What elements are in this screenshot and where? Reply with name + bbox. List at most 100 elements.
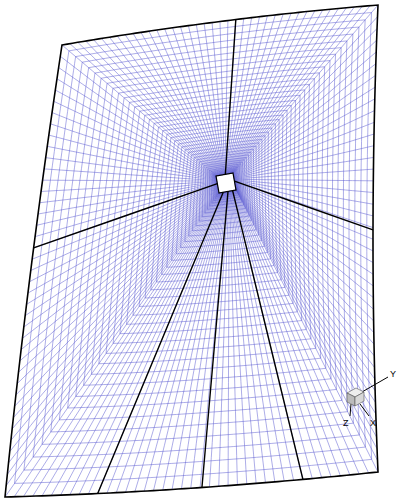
grid-line [12,190,218,428]
grid-line [234,122,375,177]
grid-line [145,115,285,298]
axis-line [362,377,388,392]
outer-boundary [5,5,378,497]
grid-line [151,119,281,289]
grid-line [181,143,262,248]
inner-body [216,173,236,193]
grid-line [214,171,237,196]
grid-line [234,169,373,179]
grid-line [25,186,218,316]
grid-line [230,9,330,173]
grid-line [189,149,256,236]
grid-line [181,27,223,175]
grid-line [216,172,237,193]
grid-line [230,11,315,174]
grid-line [91,73,320,375]
grid-line [235,186,374,367]
grid-line [22,187,218,338]
cube-face [355,392,364,406]
grid-line [7,192,219,474]
grid-line [173,28,222,175]
axis-label: Z [343,419,349,428]
grid-line [99,79,316,364]
grid-line [233,190,321,477]
grid-line [235,185,374,344]
grid-line [220,22,225,175]
grid-line [167,132,271,267]
grid-line [236,190,369,473]
axis-triad [347,377,388,416]
grid-line [62,45,216,176]
block-boundaries [5,5,378,497]
grid-line [192,152,253,231]
grid-line [24,20,365,470]
grid-line [235,186,374,356]
grid-line [47,146,216,179]
grid-line [117,36,219,175]
axis-line [360,404,369,416]
grid-line [172,136,268,261]
grid-line [209,191,228,487]
grid-line [234,190,331,476]
grid-line [106,84,311,353]
grid-line [11,191,219,440]
grid-line [29,185,217,282]
grid-line [234,179,373,180]
grid-line [43,180,217,182]
grid-line [76,61,331,397]
grid-line [202,160,247,217]
grid-line [236,187,376,402]
grid-line [234,146,374,178]
grid-line [213,170,238,198]
grid-line [156,124,277,282]
grid-line [51,193,221,496]
grid-line [70,192,222,494]
grid-line [234,134,374,178]
grid-line [199,157,249,221]
grid-line [98,192,224,493]
grid-line [216,173,236,193]
grid-line [84,67,326,386]
axis-label: X [370,419,376,428]
grid-line [33,27,359,457]
mesh-lines [5,5,378,497]
grid-line [233,64,375,175]
grid-line [133,105,293,315]
grid-line [176,139,264,253]
grid-line [230,191,238,485]
grid-line [233,40,376,174]
block-line [234,181,373,230]
grid-line [235,184,374,320]
grid-line [185,146,259,241]
grid-line [232,191,293,481]
grid-line [162,128,274,274]
block-line [225,20,235,175]
grid-line [215,172,237,195]
grid-line [157,30,221,175]
grid-line [113,90,306,344]
axis-line [350,404,351,416]
block-line [233,191,303,480]
grid-line [86,41,218,176]
block-line [202,191,228,487]
grid-line [24,193,220,497]
grid-line [235,185,374,333]
grid-line [68,54,337,408]
grid-line [94,40,218,176]
block-line [34,184,218,248]
grid-line [59,48,342,420]
grid-line [234,111,375,177]
grid-line [228,191,229,485]
grid-line [41,182,217,192]
grid-line [15,13,372,484]
grid-line [234,157,374,178]
grid-line [50,124,216,179]
grid-line [57,79,216,178]
grid-line [42,193,221,496]
grid-line [42,34,353,444]
grid-line [235,190,359,474]
grid-line [15,190,219,407]
grid-line [24,187,218,327]
grid-line [59,68,217,177]
